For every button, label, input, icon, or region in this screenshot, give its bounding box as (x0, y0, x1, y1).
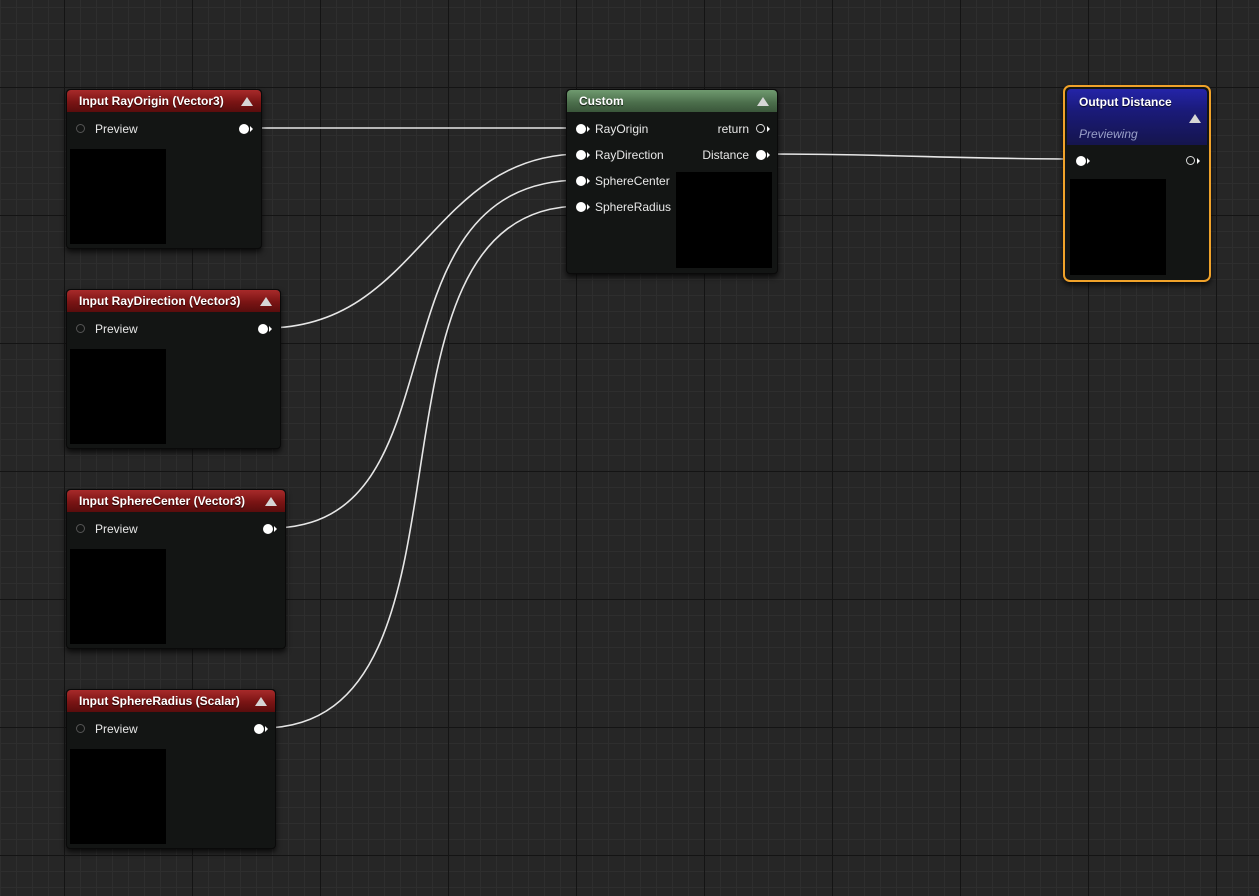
input-pin-icon[interactable] (576, 176, 586, 186)
previewing-status: Previewing (1079, 127, 1138, 141)
output-pin-icon[interactable] (258, 324, 268, 334)
wire-sphereradius[interactable] (261, 205, 582, 729)
preview-thumbnail (70, 549, 166, 644)
preview-label: Preview (95, 722, 138, 736)
node-header[interactable]: Custom (567, 90, 777, 112)
collapse-arrow-icon[interactable] (241, 97, 253, 106)
pin-arrow-icon (587, 126, 590, 132)
collapse-arrow-icon[interactable] (260, 297, 272, 306)
input-pin-label: SphereCenter (595, 174, 670, 188)
collapse-arrow-icon[interactable] (757, 97, 769, 106)
input-pin-icon[interactable] (576, 202, 586, 212)
input-pin-sphereradius: SphereRadius (567, 200, 687, 216)
output-pin-icon[interactable] (756, 150, 766, 160)
preview-label: Preview (95, 122, 138, 136)
preview-pin-row: Preview (67, 322, 280, 338)
output-pin-label: return (717, 122, 749, 136)
pin-arrow-icon (767, 126, 770, 132)
node-input-spherecenter[interactable]: Input SphereCenter (Vector3) Preview (66, 489, 286, 649)
node-header[interactable]: Output Distance Previewing (1067, 89, 1207, 145)
preview-label: Preview (95, 322, 138, 336)
pin-arrow-icon (767, 152, 770, 158)
preview-pin-icon[interactable] (76, 524, 85, 533)
node-input-rayorigin[interactable]: Input RayOrigin (Vector3) Preview (66, 89, 262, 249)
input-pin-icon[interactable] (576, 150, 586, 160)
output-pin-icon[interactable] (239, 124, 249, 134)
output-pin-icon[interactable] (263, 524, 273, 534)
input-pin-icon[interactable] (576, 124, 586, 134)
input-pin-spherecenter: SphereCenter (567, 174, 687, 190)
node-title: Custom (579, 94, 624, 108)
node-title: Input RayDirection (Vector3) (79, 294, 241, 308)
output-pin-icon[interactable] (756, 124, 765, 133)
preview-pin-icon[interactable] (76, 324, 85, 333)
preview-pin-icon[interactable] (76, 124, 85, 133)
pin-arrow-icon (265, 726, 268, 732)
output-node-pins (1065, 154, 1209, 170)
node-input-sphereradius[interactable]: Input SphereRadius (Scalar) Preview (66, 689, 276, 849)
preview-thumbnail (1070, 179, 1166, 275)
pin-arrow-icon (587, 152, 590, 158)
input-pin-label: RayOrigin (595, 122, 649, 136)
pin-arrow-icon (1087, 158, 1090, 164)
pin-arrow-icon (587, 178, 590, 184)
preview-pin-row: Preview (67, 522, 285, 538)
preview-thumbnail (70, 349, 166, 444)
node-custom[interactable]: Custom RayOrigin RayDirection SphereCent… (566, 89, 778, 274)
node-title: Input RayOrigin (Vector3) (79, 94, 224, 108)
node-title: Output Distance (1079, 95, 1172, 109)
preview-pin-row: Preview (67, 122, 261, 138)
pin-arrow-icon (587, 204, 590, 210)
node-header[interactable]: Input SphereCenter (Vector3) (67, 490, 285, 512)
node-output-distance[interactable]: Output Distance Previewing (1063, 85, 1211, 282)
input-pin-raydirection: RayDirection (567, 148, 687, 164)
collapse-arrow-icon[interactable] (1189, 114, 1201, 123)
input-pin-rayorigin: RayOrigin (567, 122, 687, 138)
output-pin-return: return (677, 122, 777, 138)
input-pin-icon[interactable] (1076, 156, 1086, 166)
preview-pin-icon[interactable] (76, 724, 85, 733)
preview-label: Preview (95, 522, 138, 536)
node-header[interactable]: Input RayOrigin (Vector3) (67, 90, 261, 112)
node-header[interactable]: Input SphereRadius (Scalar) (67, 690, 275, 712)
node-header[interactable]: Input RayDirection (Vector3) (67, 290, 280, 312)
node-title: Input SphereCenter (Vector3) (79, 494, 246, 508)
output-pin-label: Distance (702, 148, 749, 162)
output-pin-icon[interactable] (254, 724, 264, 734)
wire-spherecenter[interactable] (270, 179, 582, 529)
preview-thumbnail (70, 749, 166, 844)
pin-arrow-icon (1197, 158, 1200, 164)
pin-arrow-icon (250, 126, 253, 132)
wire-raydirection[interactable] (265, 153, 582, 329)
wire-distance[interactable] (762, 153, 1081, 160)
input-pin-label: RayDirection (595, 148, 664, 162)
collapse-arrow-icon[interactable] (265, 497, 277, 506)
input-pin-label: SphereRadius (595, 200, 672, 214)
node-title: Input SphereRadius (Scalar) (79, 694, 240, 708)
pin-arrow-icon (269, 326, 272, 332)
pin-arrow-icon (274, 526, 277, 532)
preview-thumbnail (70, 149, 166, 244)
preview-thumbnail (676, 172, 772, 268)
collapse-arrow-icon[interactable] (255, 697, 267, 706)
output-pin-icon[interactable] (1186, 156, 1195, 165)
node-input-raydirection[interactable]: Input RayDirection (Vector3) Preview (66, 289, 281, 449)
output-pin-distance: Distance (677, 148, 777, 164)
preview-pin-row: Preview (67, 722, 275, 738)
